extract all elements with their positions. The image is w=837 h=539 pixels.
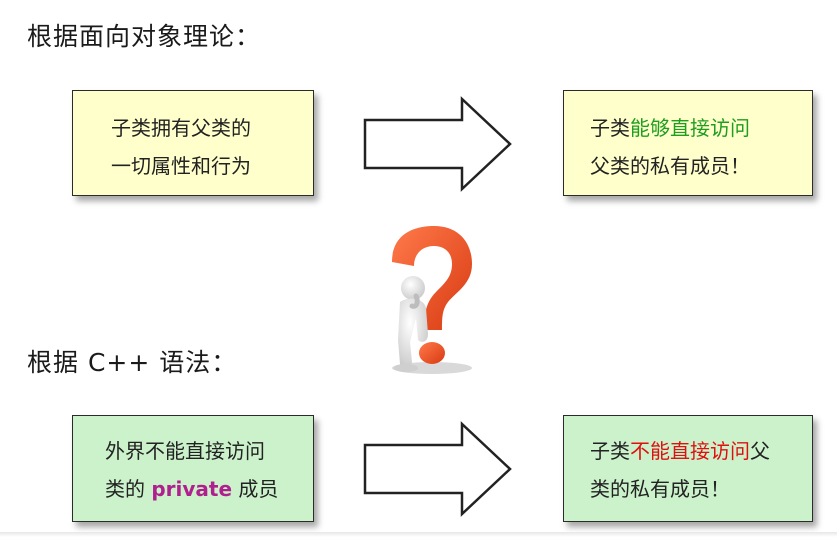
box-cannot-access: 子类不能直接访问父 类的私有成员！ (563, 415, 813, 522)
box-outside-line2: 类的 private 成员 (105, 470, 313, 508)
box-can-access-subject: 子类 (590, 116, 630, 140)
box-outside-cannot-access: 外界不能直接访问 类的 private 成员 (72, 415, 314, 522)
heading-cpp-syntax: 根据 C++ 语法： (27, 348, 238, 377)
box-cannot-access-tail: 父 (750, 439, 770, 463)
box-cannot-access-line2: 类的私有成员！ (590, 477, 730, 501)
box-inherit-all-line1: 子类拥有父类的 (111, 116, 251, 140)
box-can-access: 子类能够直接访问 父类的私有成员！ (563, 90, 813, 196)
question-mark-thinker-icon (392, 226, 472, 374)
box-cannot-access-highlight: 不能直接访问 (630, 439, 750, 463)
box-inherit-all-line2: 一切属性和行为 (111, 154, 251, 178)
right-arrow-icon (363, 421, 512, 517)
box-outside-line1: 外界不能直接访问 (105, 439, 265, 463)
box-cannot-access-subject: 子类 (590, 439, 630, 463)
box-can-access-line2: 父类的私有成员！ (590, 154, 750, 178)
right-arrow-icon (363, 96, 512, 192)
box-outside-prefix: 类的 (105, 477, 152, 501)
heading-object-oriented-theory: 根据面向对象理论： (27, 22, 262, 51)
private-keyword: private (151, 477, 233, 501)
box-cannot-access-line1: 子类不能直接访问父 (590, 432, 812, 470)
box-can-access-line1: 子类能够直接访问 (590, 109, 812, 147)
bottom-divider (0, 532, 837, 537)
box-outside-suffix: 成员 (232, 477, 279, 501)
box-inherit-all: 子类拥有父类的 一切属性和行为 (72, 90, 314, 196)
box-can-access-highlight: 能够直接访问 (630, 116, 750, 140)
